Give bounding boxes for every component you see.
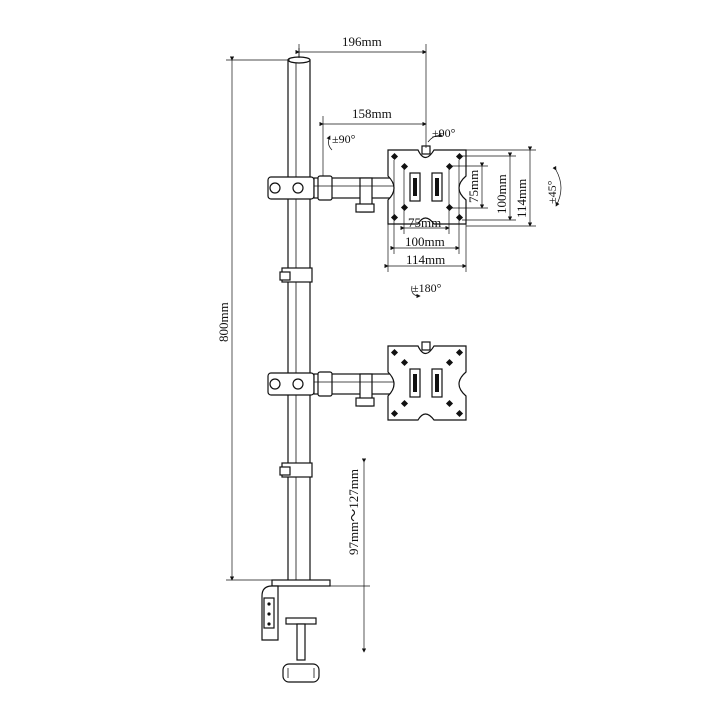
label-158mm: 158mm bbox=[352, 106, 392, 121]
upper-arm bbox=[267, 175, 403, 213]
label-arm-rotation-left: ±90° bbox=[332, 132, 356, 146]
cable-clip-lower bbox=[279, 462, 313, 478]
label-vesa-100-v: 100mm bbox=[494, 174, 509, 214]
label-plate-height: 114mm bbox=[514, 179, 529, 218]
label-vesa-75-v: 75mm bbox=[466, 170, 481, 203]
cable-clip-upper bbox=[279, 267, 313, 283]
label-tilt: ±45° bbox=[545, 180, 559, 204]
dimension-arm-reach-inner: 158mm bbox=[319, 106, 427, 176]
desk-clamp bbox=[261, 579, 331, 683]
vesa-plate-lower bbox=[387, 341, 467, 421]
lower-arm bbox=[267, 371, 403, 407]
label-vesa-75-h: 75mm bbox=[408, 215, 441, 230]
label-arm-rotation-right: ±90° bbox=[432, 126, 456, 140]
tilt-indicator: ±45° bbox=[545, 165, 562, 207]
label-rotation: ±180° bbox=[412, 281, 442, 295]
dimension-pole-height: 800mm bbox=[216, 56, 290, 581]
tilt-arrow-icon bbox=[552, 165, 562, 207]
rotation-indicator: ±180° bbox=[411, 281, 442, 299]
vesa-plate-upper bbox=[387, 145, 467, 225]
label-clamp-range: 97mm～127mm bbox=[346, 469, 361, 555]
rotation-arm-left: ±90° bbox=[326, 132, 356, 151]
rotation-arm-right: ±90° bbox=[427, 126, 456, 143]
rotation-arrow-icon bbox=[411, 285, 421, 299]
label-196mm: 196mm bbox=[342, 34, 382, 49]
label-vesa-100-h: 100mm bbox=[405, 234, 445, 249]
dimension-vesa-horizontal: 75mm 100mm 114mm bbox=[384, 160, 467, 272]
dimension-vesa-vertical: 75mm 100mm 114mm bbox=[452, 146, 536, 227]
dimension-arm-reach-full: 196mm bbox=[295, 34, 427, 148]
pole bbox=[287, 48, 311, 583]
label-800mm: 800mm bbox=[216, 302, 231, 342]
dimension-clamp-range: 97mm～127mm bbox=[318, 458, 370, 653]
label-plate-width: 114mm bbox=[406, 252, 445, 267]
